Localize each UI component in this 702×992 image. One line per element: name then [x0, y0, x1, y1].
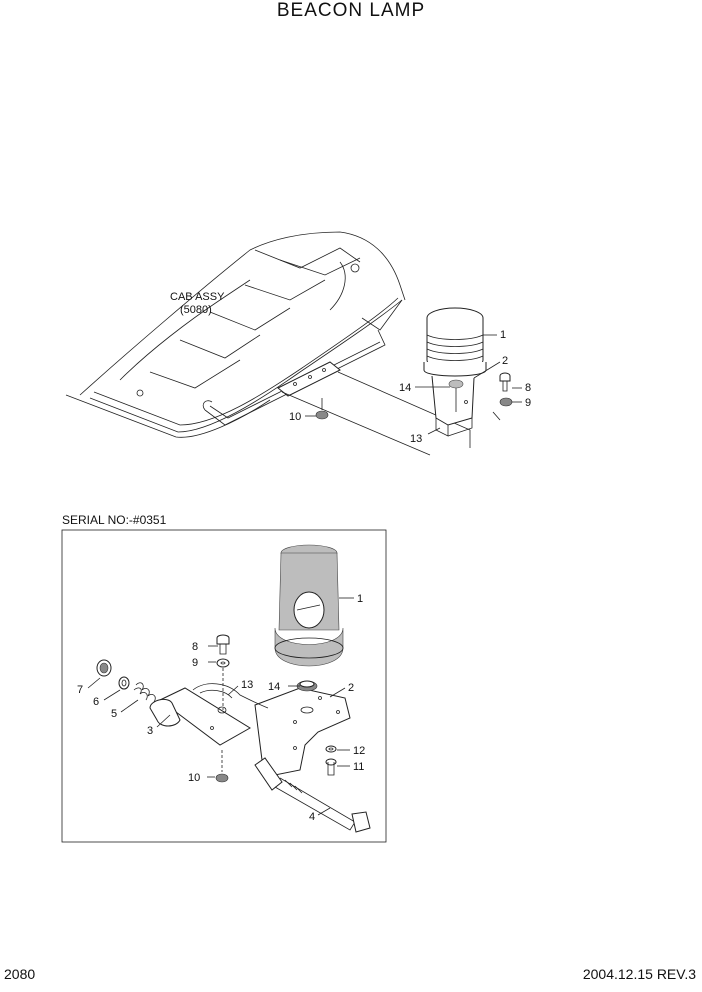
bottom-label-2: 2: [348, 682, 354, 694]
washer-and-screw-bottom: [325, 745, 337, 776]
bottom-label-8: 8: [192, 641, 198, 653]
bottom-label-11: 11: [353, 761, 364, 773]
bottom-label-9: 9: [192, 657, 198, 669]
bottom-label-5: 5: [111, 708, 117, 720]
revision-date: 2004.12.15 REV.3: [582, 966, 696, 982]
bottom-label-1: 1: [357, 593, 363, 605]
bottom-label-12: 12: [353, 745, 365, 757]
beacon-lamp-bottom: [274, 544, 344, 667]
top-label-9: 9: [525, 397, 531, 409]
top-label-8: 8: [525, 382, 531, 394]
long-bolt-4: [254, 757, 371, 833]
bolt-and-nut-top: [492, 372, 513, 421]
bottom-label-7: 7: [77, 684, 83, 696]
top-label-2: 2: [502, 355, 508, 367]
bottom-label-6: 6: [93, 696, 99, 708]
top-label-14: 14: [399, 382, 411, 394]
page-title: BEACON LAMP: [276, 0, 426, 21]
serial-detail-frame: [61, 529, 387, 843]
bottom-label-14: 14: [268, 681, 280, 693]
cab-assy-number: (5080): [180, 304, 212, 316]
bottom-label-10: 10: [188, 772, 200, 784]
bottom-label-4: 4: [309, 811, 315, 823]
page-number: 2080: [4, 966, 36, 982]
top-label-13: 13: [410, 433, 422, 445]
bottom-label-3: 3: [147, 725, 153, 737]
cab-roof-outline: [65, 231, 406, 438]
wire-13-inner: [199, 689, 233, 699]
wire-13: [192, 683, 269, 709]
bolt-and-washer-bottom: [215, 634, 230, 783]
top-label-1: 1: [500, 329, 506, 341]
plate-3: [149, 687, 251, 746]
bottom-label-13: 13: [241, 679, 253, 691]
serial-number-label: SERIAL NO:-#0351: [62, 513, 167, 527]
beacon-lamp-top: [423, 307, 487, 437]
knob-spring-set: [96, 659, 156, 703]
top-label-10: 10: [289, 411, 301, 423]
grommet-14-top: [299, 680, 315, 688]
cab-assy-label: CAB ASSY: [170, 291, 225, 303]
roof-mount-plate: [277, 361, 341, 420]
